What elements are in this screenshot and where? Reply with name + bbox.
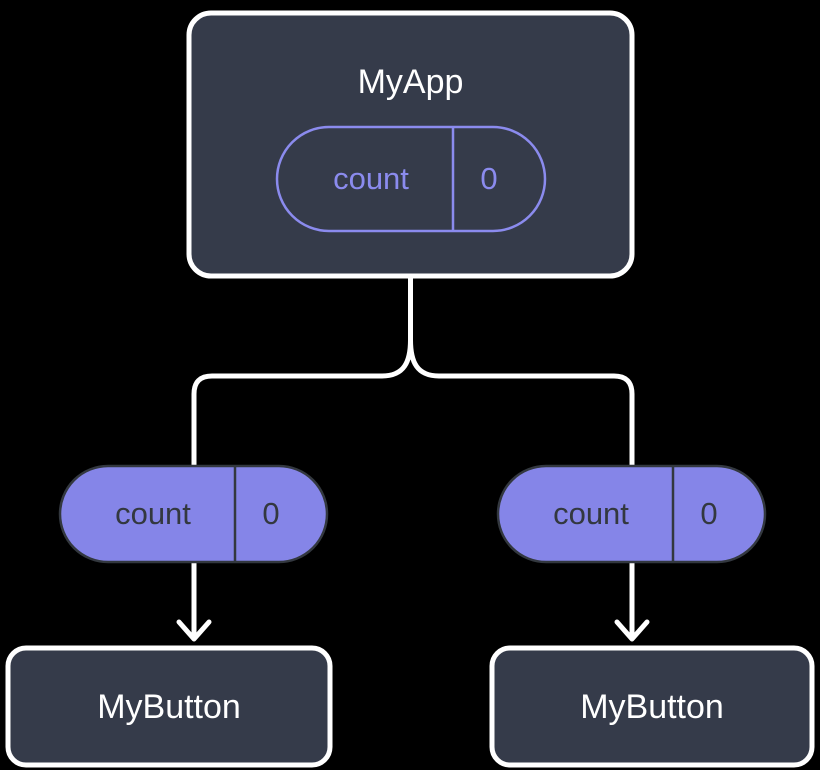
arrowhead-left (176, 619, 212, 642)
state-pill-myapp-shape (275, 125, 547, 233)
prop-pill-left-value: 0 (262, 496, 279, 531)
prop-pill-left[interactable]: count 0 (58, 464, 329, 564)
edge-fork-right (408, 337, 635, 469)
state-pill-myapp[interactable]: count 0 (275, 125, 547, 233)
node-mybutton-left-label: MyButton (97, 688, 241, 726)
node-mybutton-left-box (5, 645, 333, 768)
state-pill-myapp-value: 0 (480, 161, 497, 196)
prop-pill-left-key: count (115, 496, 191, 531)
prop-pill-right[interactable]: count 0 (496, 464, 767, 564)
prop-pill-right-shape (496, 464, 767, 564)
node-mybutton-right-label: MyButton (580, 688, 724, 726)
node-myapp[interactable]: MyApp count 0 (186, 10, 635, 279)
prop-pill-right-key: count (553, 496, 629, 531)
prop-pill-right-value: 0 (700, 496, 717, 531)
prop-pill-left-shape (58, 464, 329, 564)
edge-fork-left (191, 337, 413, 469)
node-myapp-box (186, 10, 635, 279)
node-myapp-label: MyApp (358, 63, 464, 101)
connector-group (176, 276, 650, 642)
state-pill-myapp-key: count (333, 161, 409, 196)
node-mybutton-right[interactable]: MyButton (489, 645, 815, 768)
node-mybutton-left[interactable]: MyButton (5, 645, 333, 768)
arrowhead-right (614, 619, 650, 642)
node-mybutton-right-box (489, 645, 815, 768)
